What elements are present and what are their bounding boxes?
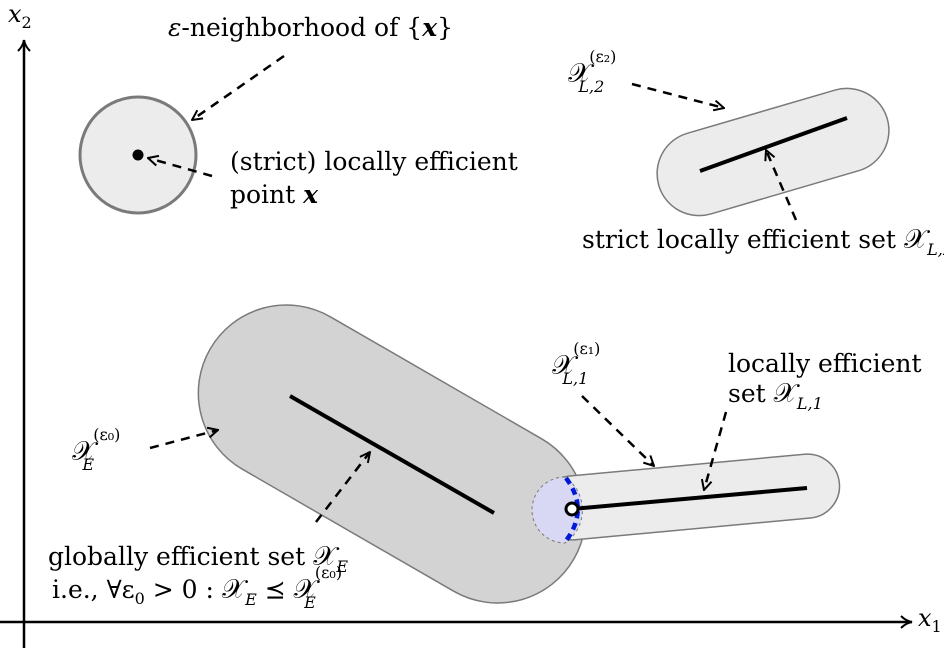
neighborhood-label: ε-neighborhood of {x}	[168, 13, 453, 42]
xl2-arrow	[631, 82, 724, 108]
neighborhood-arrow	[192, 54, 285, 120]
local-set-label-line1: locally efficient	[728, 349, 922, 378]
xl1-arrow	[581, 395, 654, 466]
point-arrow	[148, 158, 213, 178]
overlap-boundary	[563, 476, 580, 544]
xl1-neighborhood-label: 𝒳(ε₁)L,1	[552, 339, 600, 388]
local-set-open-endpoint	[564, 501, 580, 517]
global-set-label-line1: globally efficient set 𝒳E	[48, 541, 348, 576]
strict-local-set-neighborhood	[656, 87, 890, 217]
overlap-cap	[531, 476, 583, 544]
local-set-arrow	[704, 411, 728, 490]
xe-arrow	[149, 430, 218, 450]
local-set-segment	[571, 486, 808, 511]
global-set-label-line2: i.e., ∀ε0 > 0 : 𝒳E ⪯ 𝒳(ε₀)E	[52, 563, 342, 612]
global-set-segment	[289, 394, 495, 515]
strict-set-arrow	[766, 150, 798, 221]
x-axis-label: x1	[918, 604, 942, 636]
xl2-neighborhood-label: 𝒳(ε₂)L,2	[568, 47, 616, 96]
local-set-label-line2: set 𝒳L,1	[728, 378, 823, 413]
point-label-line1: (strict) locally efficient	[230, 147, 518, 176]
xe-neighborhood-label: 𝒳(ε₀)E	[72, 425, 120, 474]
strict-set-label: strict locally efficient set 𝒳L,2	[582, 224, 944, 259]
point-label-line2: point x	[230, 180, 319, 209]
y-axis-label: x2	[8, 0, 32, 32]
strict-local-set-segment	[699, 116, 848, 173]
locally-efficient-point	[132, 149, 144, 161]
